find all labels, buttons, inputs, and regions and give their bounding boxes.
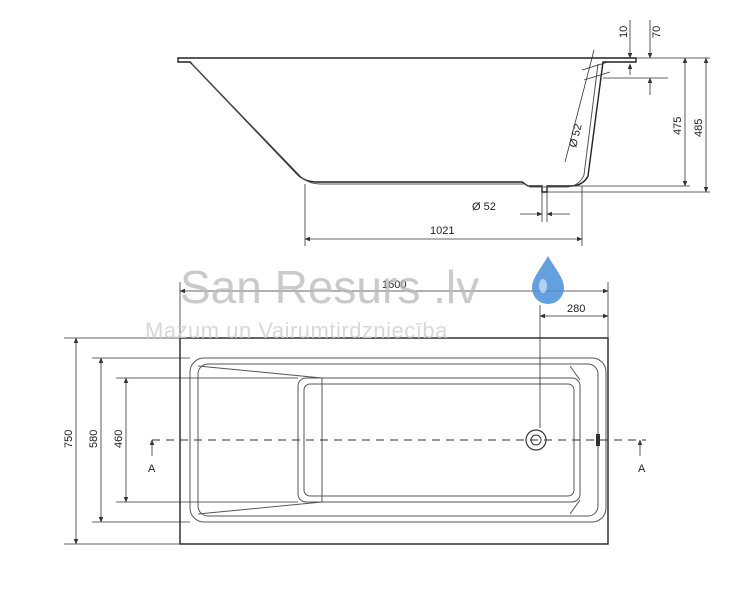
section-mark-right: A — [638, 463, 646, 475]
overflow-outlet — [596, 434, 600, 446]
section-view: 10 70 475 485 Ø 52 Ø 52 1021 — [177, 20, 710, 246]
dim-length: 1600 — [382, 279, 406, 291]
section-mark-left: A — [148, 463, 156, 475]
tub-section-outline — [177, 57, 637, 193]
dim-width: 750 — [63, 430, 75, 448]
dim-drain-diameter: Ø 52 — [472, 201, 496, 213]
dim-inner-depth: 475 — [672, 117, 684, 135]
water-drop-icon — [532, 256, 564, 304]
dim-drain-offset: 280 — [567, 303, 585, 315]
watermark-tagline: Mazum un Vairumtirdzniecība — [145, 318, 448, 343]
plan-view: A A 1600 280 750 580 460 — [63, 279, 646, 545]
dim-inner-width: 580 — [88, 430, 100, 448]
dim-total-depth: 485 — [693, 119, 705, 137]
dim-bottom-width: 460 — [113, 430, 125, 448]
watermark-brand: San Resurs .lv — [180, 261, 479, 313]
watermark: San Resurs .lv Mazum un Vairumtirdzniecī… — [145, 256, 564, 343]
dim-overflow-diameter: Ø 52 — [567, 123, 584, 149]
dim-overflow-offset: 70 — [651, 26, 663, 38]
tub-section-inner — [191, 63, 599, 188]
dim-bottom-length: 1021 — [430, 225, 454, 237]
dim-rim-thickness: 10 — [618, 26, 630, 38]
tub-outer-outline — [179, 337, 609, 545]
